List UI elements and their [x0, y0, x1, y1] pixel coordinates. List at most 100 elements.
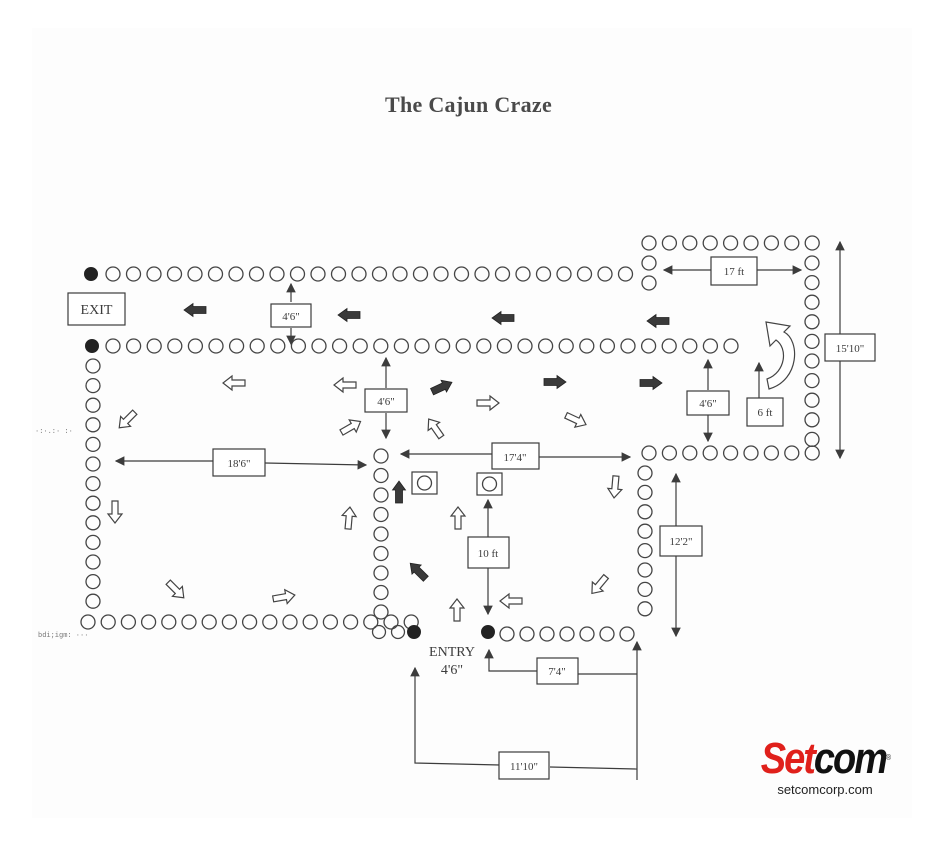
- post: [641, 445, 657, 461]
- arrow-up-icon: [392, 480, 406, 504]
- post: [620, 338, 636, 354]
- post: [804, 235, 820, 251]
- post: [371, 266, 388, 282]
- svg-text:15'10": 15'10": [836, 343, 864, 355]
- dimension-outer-offset: 11'10": [410, 666, 638, 780]
- brand-url: setcomcorp.com: [777, 782, 873, 797]
- entry-label: ENTRY: [429, 645, 475, 660]
- post: [559, 626, 575, 642]
- post: [599, 338, 616, 354]
- arrow-down-icon: [107, 500, 123, 524]
- post: [342, 614, 359, 630]
- svg-text:7'4": 7'4": [548, 666, 565, 678]
- post: [228, 338, 245, 354]
- post: [105, 266, 121, 282]
- post: [576, 266, 593, 282]
- svg-text:17 ft: 17 ft: [724, 266, 744, 278]
- post: [682, 235, 698, 251]
- arrow-right-icon: [476, 395, 500, 411]
- arrow-left-icon: [222, 375, 246, 391]
- post: [167, 338, 183, 354]
- arrow-down-left-icon: [585, 571, 613, 599]
- post: [85, 417, 101, 433]
- svg-text:18'6": 18'6": [228, 458, 251, 470]
- arrow-right-icon: [271, 587, 297, 607]
- post: [310, 266, 326, 282]
- post: [228, 266, 244, 282]
- post: [804, 255, 820, 271]
- post: [804, 333, 820, 350]
- post-row-right-lower-wall: [641, 445, 820, 461]
- post: [763, 235, 780, 251]
- post: [682, 338, 698, 354]
- post: [637, 562, 653, 578]
- dimension-right-wall-height: 12'2": [659, 472, 703, 638]
- post: [383, 614, 399, 630]
- arrow-left-icon: [337, 308, 361, 322]
- post: [453, 266, 470, 282]
- post: [248, 266, 265, 282]
- post: [85, 554, 101, 570]
- exit-gate-post: [84, 267, 98, 281]
- post: [249, 338, 265, 354]
- post: [637, 465, 653, 481]
- post: [579, 338, 595, 354]
- scan-smudge: ·:·.:· :·: [35, 428, 73, 436]
- post: [617, 266, 634, 282]
- post: [637, 504, 653, 520]
- post: [804, 412, 820, 428]
- post: [804, 274, 820, 291]
- dimension-entry-offset: 7'4": [484, 640, 642, 780]
- brand-wordmark: Setcom®: [761, 737, 892, 781]
- arrow-left-icon: [646, 314, 670, 328]
- post: [166, 266, 183, 282]
- arrow-right-icon: [639, 376, 663, 390]
- post: [351, 266, 367, 282]
- registered-mark: ®: [886, 754, 891, 763]
- post: [100, 614, 116, 630]
- post: [85, 377, 101, 394]
- arrow-left-icon: [499, 593, 523, 609]
- post: [433, 266, 449, 282]
- post: [455, 338, 471, 354]
- post: [241, 614, 258, 630]
- post: [722, 235, 739, 251]
- u-turn-arrow-icon: [765, 321, 796, 390]
- post-row-left-wall: [85, 358, 101, 609]
- svg-text:17'4": 17'4": [504, 452, 527, 464]
- post: [85, 593, 101, 609]
- post: [539, 626, 555, 642]
- post: [390, 624, 406, 640]
- post: [373, 338, 389, 354]
- dimension-mid-aisle: 4'6": [364, 356, 408, 440]
- post: [181, 614, 197, 630]
- arrow-up-right-icon: [428, 375, 456, 399]
- post-row-bottom-left-wall: [80, 614, 419, 630]
- post-row-right-room-wall: [637, 465, 653, 617]
- post: [637, 484, 653, 501]
- post: [597, 266, 613, 282]
- setcom-logo: Setcom® setcomcorp.com: [760, 737, 892, 797]
- post: [499, 626, 515, 642]
- dimension-annex-height: 15'10": [824, 240, 876, 460]
- post: [640, 338, 657, 354]
- post-row-center-left-wall: [373, 448, 389, 620]
- svg-text:11'10": 11'10": [510, 761, 538, 773]
- post: [392, 266, 408, 282]
- post: [85, 436, 101, 453]
- post: [558, 338, 574, 354]
- post: [519, 626, 535, 642]
- post: [763, 445, 780, 461]
- post: [187, 266, 203, 282]
- arrow-left-icon: [491, 311, 515, 325]
- post-row-mid-wall: [105, 338, 739, 354]
- entry-width-label: 4'6": [441, 663, 463, 678]
- post: [140, 614, 157, 630]
- dimension-left-room-width: 18'6": [114, 448, 368, 477]
- entry-gate-post: [407, 625, 421, 639]
- arrow-up-icon: [450, 506, 466, 530]
- post: [637, 542, 653, 559]
- display-stand: [411, 471, 438, 495]
- post: [619, 626, 635, 642]
- post: [474, 266, 490, 282]
